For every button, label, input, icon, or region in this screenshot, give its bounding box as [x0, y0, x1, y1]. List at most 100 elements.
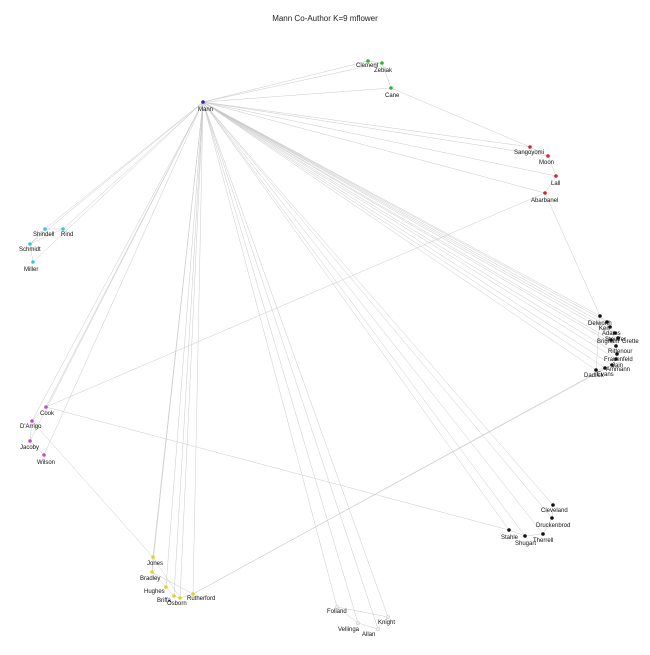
- node-stouffer[interactable]: Stouffer: [605, 331, 626, 343]
- node-abarbanel[interactable]: Abarbanel: [531, 191, 558, 204]
- node-dot[interactable]: [389, 86, 393, 90]
- node-evans[interactable]: Evans: [597, 366, 614, 378]
- node-hughes[interactable]: Hughes: [144, 585, 168, 595]
- node-rittenour[interactable]: Rittenour: [608, 344, 632, 355]
- node-dot[interactable]: [42, 453, 46, 457]
- node-label: Ammann: [606, 367, 630, 373]
- edge-rind-schmidt: [29, 228, 64, 245]
- node-dot[interactable]: [610, 363, 614, 367]
- node-mann[interactable]: Mann: [198, 100, 213, 113]
- node-dot[interactable]: [178, 596, 182, 600]
- node-dot[interactable]: [366, 59, 370, 63]
- node-dot[interactable]: [30, 419, 34, 423]
- node-brigham[interactable]: Brigham: [597, 338, 619, 345]
- node-vellinga[interactable]: Vellinga: [338, 621, 361, 633]
- node-grette[interactable]: Grette: [616, 336, 639, 345]
- node-shugart[interactable]: Shugart: [515, 534, 536, 547]
- node-allan[interactable]: Allan: [362, 627, 381, 638]
- node-dot[interactable]: [615, 352, 619, 356]
- node-dot[interactable]: [605, 320, 609, 324]
- node-dot[interactable]: [608, 325, 612, 329]
- edge-mann-rittenour: [202, 101, 617, 347]
- node-zebiak[interactable]: Zebiak: [374, 61, 393, 74]
- node-lall[interactable]: Lall: [551, 174, 560, 187]
- node-jacoby[interactable]: Jacoby: [20, 439, 39, 451]
- node-bradley[interactable]: Bradley: [140, 570, 160, 582]
- node-jain[interactable]: Jain: [612, 357, 623, 369]
- edge-d-arrigo-jones: [31, 420, 154, 558]
- node-dot[interactable]: [523, 534, 527, 538]
- node-dot[interactable]: [541, 532, 545, 536]
- node-dot[interactable]: [528, 145, 532, 149]
- node-dot[interactable]: [28, 439, 32, 443]
- node-d-arrigo[interactable]: D'Arrigo: [20, 419, 42, 430]
- node-miller[interactable]: Miller: [24, 260, 38, 273]
- node-clement[interactable]: Clement: [356, 59, 379, 69]
- node-wilson[interactable]: Wilson: [37, 453, 55, 466]
- edge-mann-brigham: [202, 101, 612, 341]
- node-rind[interactable]: Rind: [61, 227, 73, 238]
- node-dot[interactable]: [507, 528, 511, 532]
- edge-shindell-schmidt: [29, 228, 46, 245]
- node-dot[interactable]: [546, 154, 550, 158]
- node-briffa[interactable]: Briffa: [157, 594, 176, 604]
- node-adams[interactable]: Adams: [602, 325, 621, 337]
- node-frauenfeld[interactable]: Frauenfeld: [604, 352, 633, 363]
- node-dot[interactable]: [543, 191, 547, 195]
- node-dot[interactable]: [31, 260, 35, 264]
- node-delworth[interactable]: Delworth: [588, 314, 612, 327]
- node-knight[interactable]: Knight: [378, 615, 395, 626]
- node-folland[interactable]: Folland: [327, 605, 347, 615]
- node-dot[interactable]: [164, 585, 168, 589]
- node-schmidt[interactable]: Schmidt: [19, 242, 41, 253]
- node-label: Jacoby: [20, 445, 39, 451]
- node-dot[interactable]: [43, 227, 47, 231]
- node-therrell[interactable]: Therrell: [533, 532, 553, 544]
- node-dot[interactable]: [191, 592, 195, 596]
- edge-mann-clement: [202, 60, 369, 103]
- node-druckenbrod[interactable]: Druckenbrod: [536, 516, 570, 529]
- edge-mann-osborn: [179, 101, 204, 599]
- node-moon[interactable]: Moon: [539, 154, 554, 166]
- node-dot[interactable]: [613, 331, 617, 335]
- node-cook[interactable]: Cook: [40, 405, 55, 417]
- node-shindell[interactable]: Shindell: [33, 227, 54, 238]
- node-dot[interactable]: [376, 627, 381, 632]
- node-dot[interactable]: [614, 357, 618, 361]
- edge-mann-shindell: [44, 101, 204, 230]
- node-dot[interactable]: [551, 503, 555, 507]
- node-osborn[interactable]: Osborn: [167, 596, 187, 607]
- node-dot[interactable]: [598, 314, 602, 318]
- node-dot[interactable]: [550, 516, 554, 520]
- node-dot[interactable]: [150, 570, 154, 574]
- node-dot[interactable]: [380, 61, 384, 65]
- node-dot[interactable]: [616, 336, 620, 340]
- node-dot[interactable]: [554, 174, 558, 178]
- node-dot[interactable]: [172, 594, 176, 598]
- node-dot[interactable]: [614, 344, 618, 348]
- node-dot[interactable]: [28, 242, 32, 246]
- node-dot[interactable]: [386, 615, 391, 620]
- node-dot[interactable]: [356, 621, 361, 626]
- node-dot[interactable]: [594, 368, 598, 372]
- node-dot[interactable]: [609, 338, 613, 342]
- node-dot[interactable]: [44, 405, 48, 409]
- node-cleveland[interactable]: Cleveland: [541, 503, 568, 514]
- node-dadlick[interactable]: Dadlick: [584, 368, 605, 379]
- node-sangoyomi[interactable]: Sangoyomi: [514, 145, 544, 156]
- node-label: Cane: [385, 93, 400, 99]
- node-dot[interactable]: [151, 555, 155, 559]
- node-dot[interactable]: [603, 366, 607, 370]
- node-cane[interactable]: Cane: [385, 86, 400, 99]
- node-kerr[interactable]: Kerr: [599, 320, 610, 332]
- node-dot[interactable]: [201, 100, 205, 104]
- node-ammann[interactable]: Ammann: [606, 363, 630, 373]
- node-stahle[interactable]: Stahle: [501, 528, 519, 541]
- edge-mann-zebiak: [202, 62, 383, 103]
- node-label: Jain: [612, 363, 623, 369]
- node-jones[interactable]: Jones: [147, 555, 163, 567]
- node-dot[interactable]: [335, 605, 340, 610]
- node-dot[interactable]: [61, 227, 65, 231]
- node-rutherford[interactable]: Rutherford: [187, 592, 215, 602]
- edge-mann-shugart: [202, 101, 526, 537]
